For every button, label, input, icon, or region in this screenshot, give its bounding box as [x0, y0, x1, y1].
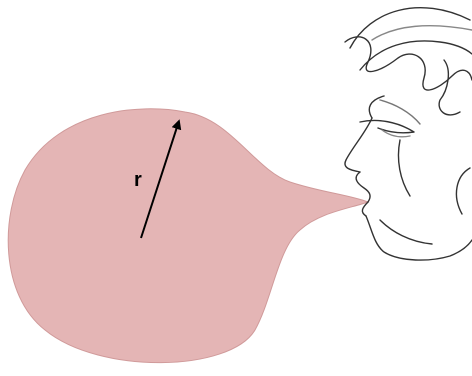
radius-label: r	[134, 169, 142, 191]
jaw-line	[380, 220, 432, 244]
cheek-line	[456, 168, 470, 214]
face-profile-sketch	[345, 8, 472, 260]
brow-line	[380, 100, 420, 124]
hair-stroke	[372, 26, 472, 40]
gum-bubble	[8, 109, 368, 363]
lips-line	[356, 172, 370, 202]
cheek-line	[398, 140, 410, 196]
brow-line	[369, 96, 384, 118]
profile-line	[345, 118, 372, 172]
hair-stroke	[439, 60, 460, 115]
